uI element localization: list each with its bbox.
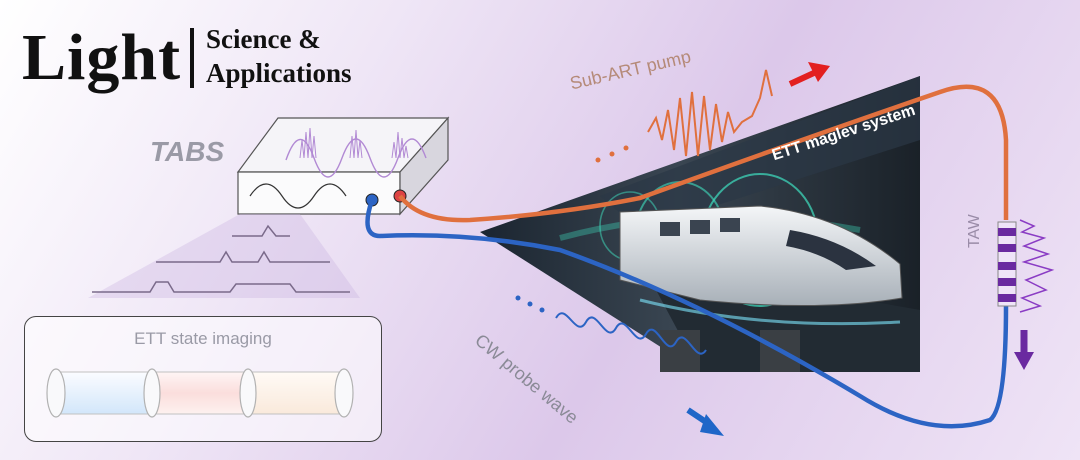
pump-fiber	[398, 84, 1009, 223]
tabs-label: TABS	[150, 136, 225, 167]
imaging-title: ETT state imaging	[134, 329, 272, 348]
probe-dots	[515, 295, 545, 313]
imaging-panel: ETT state imaging	[24, 316, 382, 442]
pump-wave	[647, 69, 773, 157]
tabs-device	[236, 116, 450, 216]
taw-label: TAW	[966, 214, 983, 248]
pump-arrow	[788, 69, 818, 87]
journal-subtitle: Science & Applications	[206, 22, 352, 90]
pump-dots	[595, 145, 629, 163]
probe-wave	[555, 312, 707, 355]
probe-fiber	[365, 199, 1009, 429]
tabs-output-traces	[92, 224, 350, 293]
journal-logo: Light	[22, 21, 182, 94]
taw-grating	[997, 219, 1055, 313]
subtitle-line-1: Science &	[206, 24, 321, 54]
logo-divider	[190, 28, 194, 88]
subtitle-line-2: Applications	[206, 58, 352, 88]
